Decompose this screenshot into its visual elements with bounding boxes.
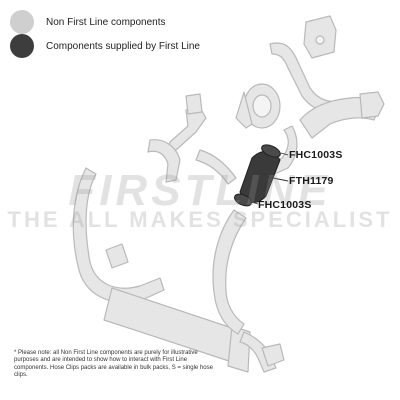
legend-swatch-dark — [10, 34, 34, 58]
right-elbow-end — [359, 91, 385, 119]
long-left-hose — [72, 167, 165, 304]
legend-swatch-grey — [10, 10, 34, 34]
legend-label: Components supplied by First Line — [46, 40, 200, 52]
flange-bolt — [315, 35, 325, 45]
left-hose-bracket — [105, 243, 129, 269]
legend-item-first-line: Components supplied by First Line — [10, 34, 200, 58]
leader-fhc-lower — [251, 201, 259, 205]
lower-right-end — [261, 343, 285, 367]
upper-hose-clip — [261, 144, 281, 158]
legend-item-non-first-line: Non First Line components — [10, 10, 166, 34]
part-label-fth1179: FTH1179 — [289, 175, 334, 187]
disclaimer-note: * Please note: all Non First Line compon… — [14, 350, 213, 379]
part-label-fhc1003s-upper: FHC1003S — [289, 149, 343, 161]
throttle-neck — [235, 91, 253, 129]
center-feed-pipe — [195, 149, 237, 185]
non-first-line-components — [72, 15, 385, 373]
part-label-fhc1003s-lower: FHC1003S — [258, 199, 312, 211]
leader-fth — [267, 176, 289, 182]
lower-hose-clip — [234, 193, 252, 207]
leader-fhc-upper — [280, 152, 289, 156]
legend-label: Non First Line components — [46, 16, 166, 28]
left-lower-elbow — [147, 139, 181, 183]
first-line-components — [234, 144, 281, 207]
leader-lines — [251, 152, 289, 205]
lower-middle-hose — [212, 209, 247, 335]
throttle-core — [252, 94, 272, 118]
left-sensor — [185, 93, 203, 115]
turbo-hose-fth1179 — [239, 151, 281, 203]
